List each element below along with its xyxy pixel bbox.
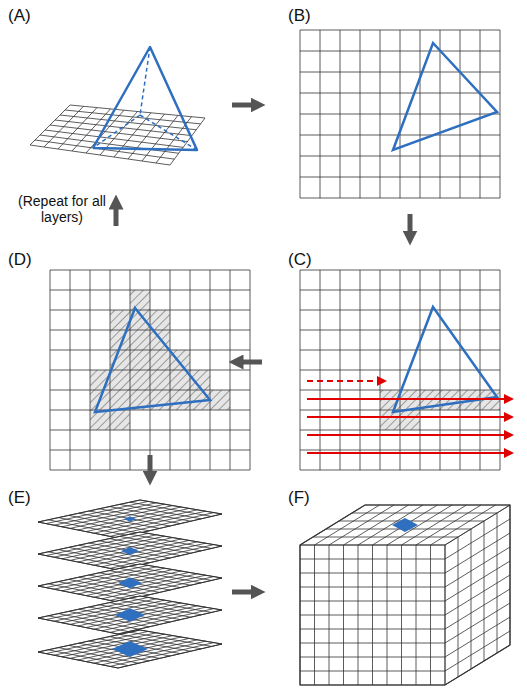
- panel-label: (D): [8, 250, 32, 270]
- slice-triangle: [393, 307, 497, 412]
- panel-label: (B): [288, 6, 311, 26]
- voxel-fill: [112, 516, 418, 657]
- scan-lines: [307, 381, 512, 453]
- panel-label: (F): [288, 488, 310, 508]
- slice-triangle: [393, 43, 497, 150]
- slice-triangle: [95, 308, 210, 412]
- pyramid: [93, 47, 197, 150]
- hatched-cells: [90, 290, 230, 430]
- panel-label: (C): [288, 250, 312, 270]
- panel-label: (E): [8, 488, 31, 508]
- grid-lines: [30, 30, 510, 685]
- panel-label: (A): [8, 6, 31, 26]
- flow-arrow: [116, 105, 410, 592]
- note: (Repeat for all layers): [14, 193, 110, 225]
